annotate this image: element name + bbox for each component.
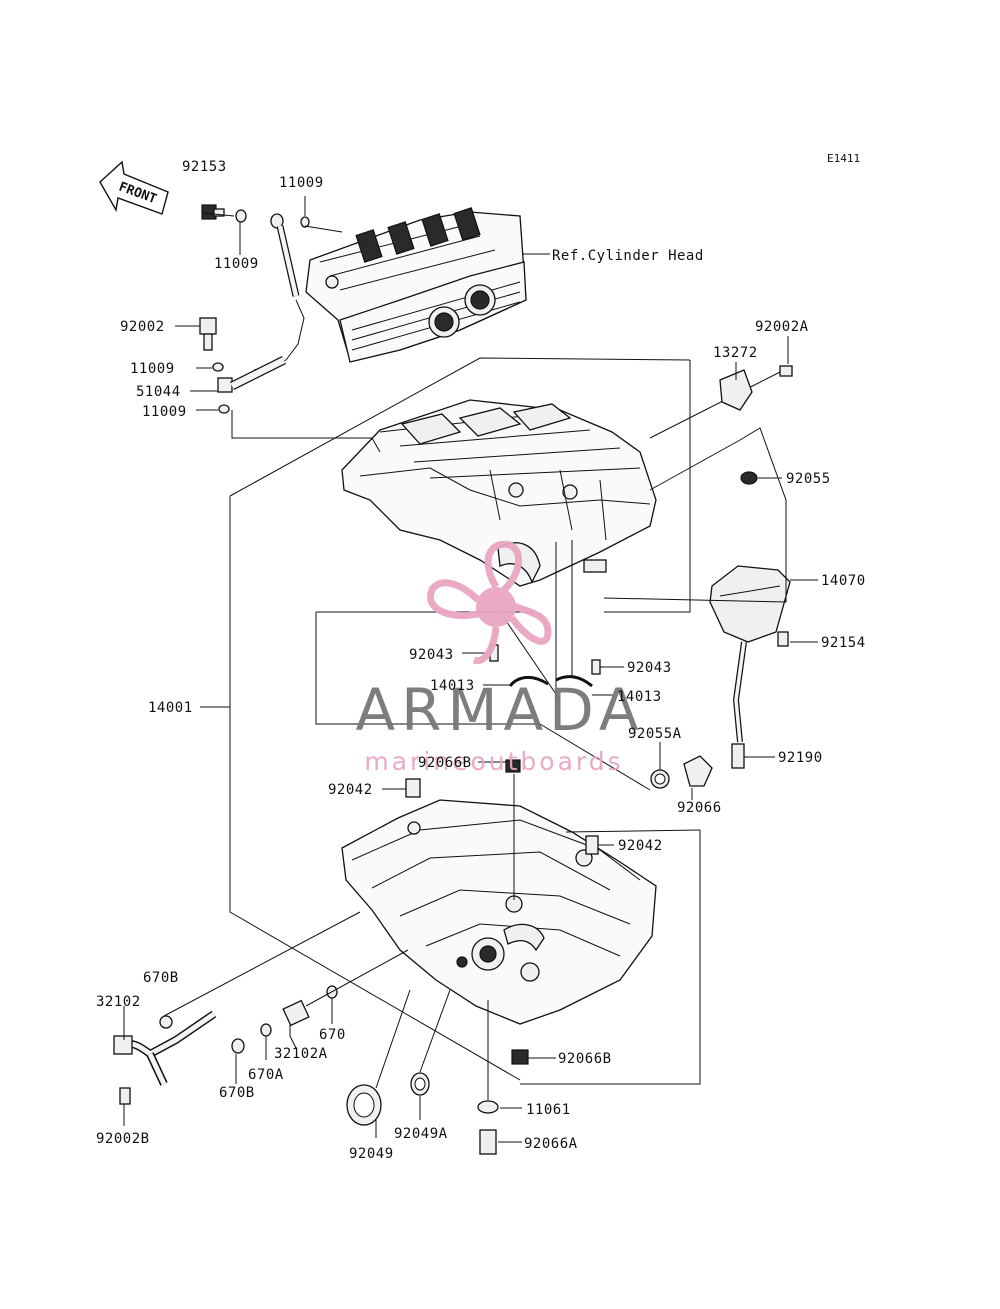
part-label-670b: 670B [219, 1085, 255, 1101]
small-parts [113, 204, 793, 1155]
part-label-92049a: 92049A [394, 1126, 448, 1142]
watermark-subtitle: marineoutboards [364, 747, 623, 776]
armada-watermark: ARMADA marineoutboards [355, 540, 644, 776]
part-label-670: 670 [319, 1027, 346, 1043]
part-label-92049: 92049 [349, 1146, 394, 1162]
part-label-92066b: 92066B [418, 755, 472, 771]
part-label-32102: 32102 [96, 994, 141, 1010]
part-label-92002b: 92002B [96, 1131, 150, 1147]
part-label-92002a: 92002A [755, 319, 809, 335]
part-label-11009: 11009 [214, 256, 259, 272]
ref-cylinder-head-label: Ref.Cylinder Head [552, 248, 704, 264]
part-label-670b: 670B [143, 970, 179, 986]
part-label-92190: 92190 [778, 750, 823, 766]
part-label-13272: 13272 [713, 345, 758, 361]
part-label-92043: 92043 [627, 660, 672, 676]
part-label-92002: 92002 [120, 319, 165, 335]
part-label-92153: 92153 [182, 159, 227, 175]
part-label-51044: 51044 [136, 384, 181, 400]
part-label-14013: 14013 [430, 678, 475, 694]
part-label-92066b: 92066B [558, 1051, 612, 1067]
part-label-670a: 670A [248, 1067, 284, 1083]
part-label-11009: 11009 [142, 404, 187, 420]
part-label-92154: 92154 [821, 635, 866, 651]
part-label-14001: 14001 [148, 700, 193, 716]
part-label-92042: 92042 [328, 782, 373, 798]
part-label-92066: 92066 [677, 800, 722, 816]
part-label-32102a: 32102A [274, 1046, 328, 1062]
part-label-92042: 92042 [618, 838, 663, 854]
part-label-92055: 92055 [786, 471, 831, 487]
upper-crankcase-drawing [341, 399, 657, 587]
front-arrow-icon: FRONT [99, 160, 169, 215]
part-label-11009: 11009 [279, 175, 324, 191]
part-label-14013: 14013 [617, 689, 662, 705]
cylinder-head-drawing [305, 207, 527, 363]
part-label-92055a: 92055A [628, 726, 682, 742]
watermark-title: ARMADA [355, 676, 644, 744]
part-label-11009: 11009 [130, 361, 175, 377]
part-label-14070: 14070 [821, 573, 866, 589]
lower-crankcase-drawing [341, 799, 657, 1025]
propeller-logo-icon [427, 540, 552, 665]
part-label-92043: 92043 [409, 647, 454, 663]
part-label-11061: 11061 [526, 1102, 571, 1118]
diagram-code: E1411 [827, 152, 860, 165]
part-label-92066a: 92066A [524, 1136, 578, 1152]
leader-lines [123, 196, 818, 1143]
